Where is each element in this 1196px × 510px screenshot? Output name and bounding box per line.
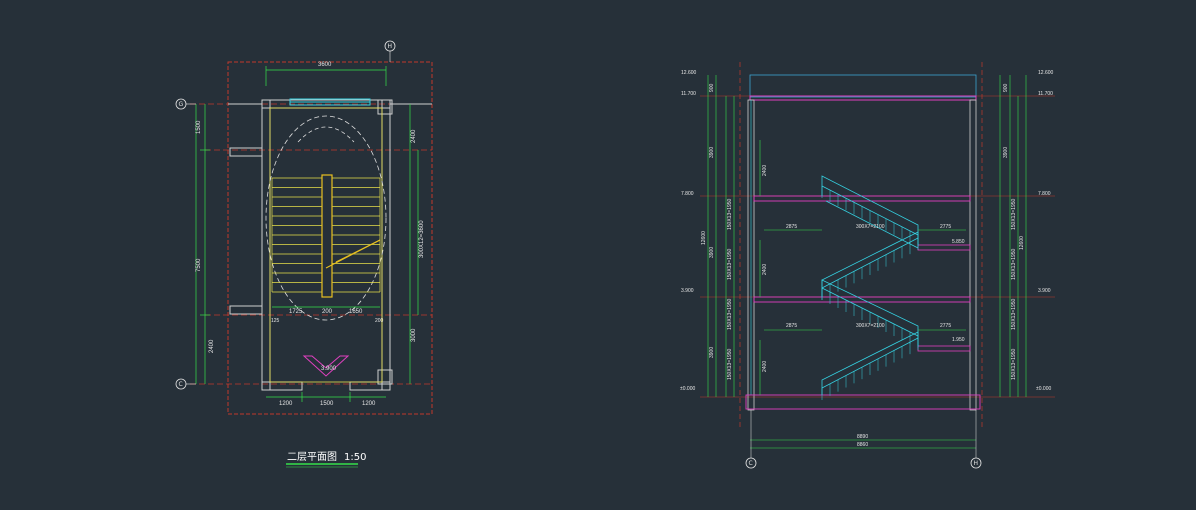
wall-stub-left-1 (229, 147, 263, 157)
dim-bottom-3: 1200 (362, 401, 376, 407)
dim-inner-2: 200 (322, 309, 333, 315)
ground-slab (745, 394, 981, 410)
section-dim-b1: 300X7=2100 (856, 224, 885, 230)
level-right-1: 12.600 (1038, 70, 1054, 76)
vdim-right-1: 900 (1003, 83, 1009, 92)
section-dim-lines (707, 75, 1027, 449)
vdim-left-steps-4: 150X13=1950 (727, 348, 733, 380)
section-dim-a1: 2875 (786, 224, 797, 230)
balusters (821, 186, 919, 400)
dashed-oval (265, 115, 387, 321)
vdim-right-steps-1: 150X13=1950 (1011, 198, 1017, 230)
dim-small-left: 125 (271, 318, 280, 324)
axis-bubble-top: H (384, 40, 396, 62)
dim-left-3: 2400 (209, 339, 215, 353)
level-left-4: 3.900 (681, 288, 694, 294)
dim-right-2: 300X12=3600 (419, 220, 425, 258)
level-mark: 3.900 (321, 366, 337, 372)
dim-inner-3: 1650 (349, 309, 363, 315)
stair-section: 12.600 11.700 7.800 3.900 ±0.000 12.600 … (680, 62, 1055, 469)
section-wall-right (969, 99, 977, 411)
svg-text:H: H (388, 43, 393, 50)
roof-slab (749, 95, 977, 101)
entry-arrow (302, 355, 350, 377)
axis-bubble-left-top: G (175, 98, 196, 110)
dim-inner-1: 1725 (289, 309, 303, 315)
section-bottom-dim-1: 8890 (857, 434, 868, 440)
stair-flights (821, 175, 919, 395)
landing-upper (917, 244, 971, 251)
vdim-left-steps-2: 150X13=1950 (727, 248, 733, 280)
column-top-right (377, 99, 393, 115)
vdim-left-3: 3900 (709, 247, 715, 258)
vdim-left-steps-1: 150X13=1950 (727, 198, 733, 230)
level-right-2: 11.700 (1038, 91, 1053, 97)
plan-scale: 1:50 (344, 452, 366, 463)
stair-treads (271, 177, 381, 293)
section-bottom-dim-2: 8860 (857, 442, 868, 448)
arrow-line-2 (335, 239, 381, 263)
vdim-left-steps-3: 150X13=1950 (727, 298, 733, 330)
section-axis-bubble-right: H (970, 410, 982, 469)
section-dim-e2: 2400 (762, 361, 768, 372)
vdim-right-2: 3900 (1003, 147, 1009, 158)
level-right-4: 3.900 (1038, 288, 1051, 294)
level-left-3: 7.800 (681, 191, 694, 197)
level-left-1: 12.600 (681, 70, 697, 76)
level-left-2: 11.700 (681, 91, 696, 97)
column-bottom-right (377, 369, 393, 385)
level-right-5: ±0.000 (1036, 386, 1051, 392)
vdim-left-4: 3900 (709, 347, 715, 358)
section-dim-a2: 2875 (786, 323, 797, 329)
vdim-left-total: 12600 (701, 231, 707, 245)
stair-stringer (271, 178, 381, 292)
floor-plan: H G C 3600 1500 7500 2400 2400 300X12=36… (175, 40, 433, 468)
dim-right-1: 2400 (411, 129, 417, 143)
wall-stub-left-2 (229, 305, 263, 315)
landing-lower (917, 345, 971, 352)
svg-text:G: G (179, 101, 184, 108)
svg-text:C: C (749, 460, 753, 467)
wall-bottom-right (349, 381, 391, 391)
plan-title: 二层平面图 (287, 451, 337, 463)
vdim-left-1: 900 (709, 83, 715, 92)
level-left-5: ±0.000 (680, 386, 695, 392)
svg-text:C: C (179, 381, 183, 388)
section-dim-c1: 2775 (940, 224, 951, 230)
svg-text:H: H (974, 460, 979, 467)
vdim-left-2: 3900 (709, 147, 715, 158)
section-dim-b2: 300X7=2100 (856, 323, 885, 329)
dim-bottom-2: 1500 (320, 401, 334, 407)
vdim-right-steps-2: 150X13=1950 (1011, 248, 1017, 280)
landing-mark-lower: 1.950 (952, 337, 965, 343)
roof-parapet (749, 74, 977, 98)
oval-top (297, 126, 355, 143)
landing-mark-upper: 5.850 (952, 239, 965, 245)
section-dim-c2: 2775 (940, 323, 951, 329)
dim-right-3: 3000 (411, 328, 417, 342)
dim-small-right: 200 (375, 318, 384, 324)
axis-bubble-left-bottom: C (175, 378, 196, 390)
inner-outline (269, 107, 383, 383)
dim-left-2: 7500 (196, 258, 202, 272)
wall-right (381, 99, 391, 391)
wall-left (261, 99, 271, 391)
vdim-right-total: 12600 (1019, 236, 1025, 250)
section-dim-e1: 2400 (762, 264, 768, 275)
dim-top-width: 3600 (318, 62, 332, 68)
vdim-right-steps-3: 150X13=1950 (1011, 298, 1017, 330)
floor-2 (753, 296, 971, 303)
wall-bottom-left (261, 381, 303, 391)
handrail (321, 174, 333, 298)
dim-left-1: 1500 (196, 120, 202, 134)
level-right-3: 7.800 (1038, 191, 1051, 197)
plan-frame (227, 61, 433, 415)
plan-dimension-lines (195, 66, 419, 402)
section-dim-d: 2400 (762, 165, 768, 176)
dim-bottom-1: 1200 (279, 401, 293, 407)
section-axis-bubble-left: C (745, 410, 757, 469)
vdim-right-steps-4: 150X13=1950 (1011, 348, 1017, 380)
